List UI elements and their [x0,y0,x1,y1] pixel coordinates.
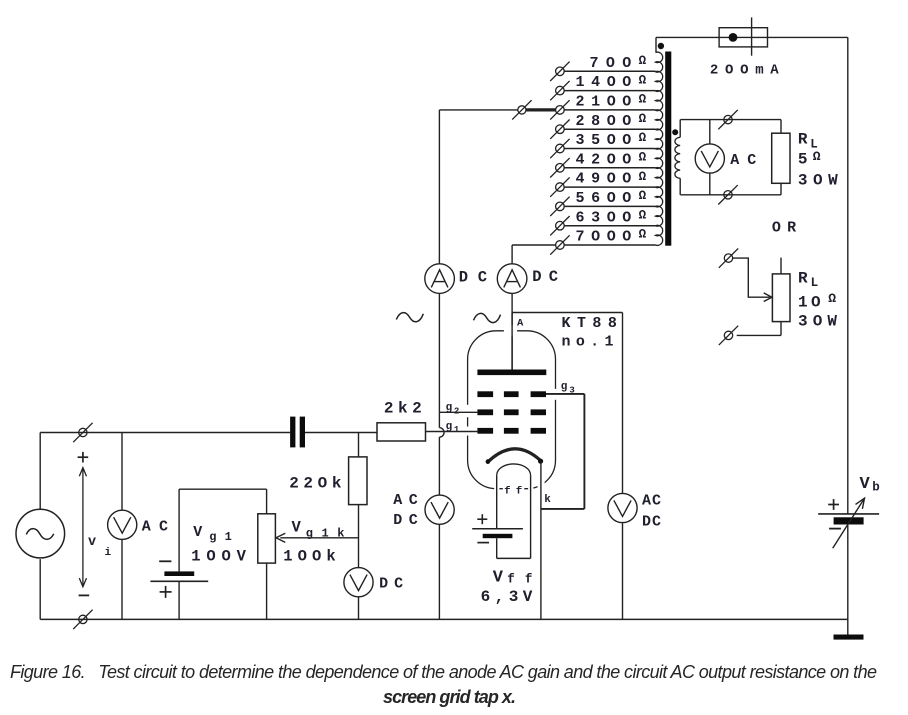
svg-text:1OOV: 1OOV [191,548,246,566]
svg-text:AC: AC [730,152,756,169]
svg-text:3OW: 3OW [798,171,838,189]
svg-text:56OO: 56OO [576,190,632,207]
svg-text:no.1: no.1 [562,333,614,350]
svg-text:63OO: 63OO [576,209,632,226]
svg-text:1OOk: 1OOk [283,548,336,566]
svg-text:Ω: Ω [639,189,647,203]
svg-text:g: g [446,402,453,414]
svg-text:g1: g1 [209,530,232,544]
svg-text:f f: f f [504,485,522,497]
svg-text:Ω: Ω [639,93,647,107]
svg-text:Ω: Ω [639,208,647,222]
svg-text:DC: DC [459,269,487,287]
svg-text:Ω: Ω [639,54,647,68]
svg-text:g: g [446,421,453,433]
svg-text:6,3V: 6,3V [481,588,533,606]
svg-text:Ω: Ω [639,228,647,242]
svg-text:ff: ff [507,573,532,587]
svg-text:AC: AC [142,519,168,536]
svg-text:2: 2 [454,407,459,417]
svg-text:49OO: 49OO [576,171,632,188]
svg-text:g1k: g1k [306,526,345,540]
svg-text:Ω: Ω [639,151,647,165]
svg-text:OR: OR [772,219,796,236]
svg-text:V: V [860,475,871,494]
svg-text:7OO: 7OO [590,55,632,72]
svg-text:Figure 16. Test circuit to d: Figure 16. Test circuit to determine the… [10,662,877,682]
svg-text:14OO: 14OO [576,74,632,91]
svg-text:28OO: 28OO [576,113,632,130]
svg-text:42OO: 42OO [576,151,632,168]
svg-text:i: i [105,547,112,559]
svg-text:v: v [88,535,96,550]
svg-text:7OOO: 7OOO [576,229,632,246]
svg-text:k: k [544,494,551,506]
svg-text:DC: DC [642,513,661,530]
svg-text:L: L [810,138,818,152]
svg-text:AC: AC [393,492,418,509]
svg-text:L: L [811,276,819,290]
svg-text:DC: DC [379,576,403,593]
svg-text:3: 3 [569,385,574,395]
svg-text:V: V [493,568,504,587]
svg-text:35OO: 35OO [576,132,632,149]
svg-text:screen grid tap x.: screen grid tap x. [383,687,516,707]
svg-text:DC: DC [393,512,418,529]
svg-text:V: V [193,524,202,541]
svg-text:5: 5 [798,150,808,168]
svg-text:DC: DC [532,268,558,286]
svg-text:V: V [292,519,302,537]
svg-text:2OOmA: 2OOmA [710,63,779,79]
svg-text:AC: AC [642,492,661,509]
svg-text:22Ok: 22Ok [289,475,342,493]
svg-text:R: R [798,270,808,288]
svg-text:R: R [798,131,808,149]
svg-text:2k2: 2k2 [384,399,422,417]
svg-text:Ω: Ω [639,73,647,87]
svg-text:Ω: Ω [828,291,836,306]
svg-text:Ω: Ω [639,112,647,126]
svg-text:1O: 1O [798,294,821,312]
svg-text:A: A [517,317,524,329]
svg-text:KT88: KT88 [562,315,617,332]
svg-text:b: b [872,481,880,495]
svg-text:Ω: Ω [639,170,647,184]
svg-text:3OW: 3OW [798,312,837,330]
svg-text:g: g [561,381,568,393]
svg-text:1: 1 [454,425,460,435]
svg-text:Ω: Ω [813,149,821,164]
svg-text:21OO: 21OO [576,94,632,111]
svg-text:Ω: Ω [639,131,647,145]
